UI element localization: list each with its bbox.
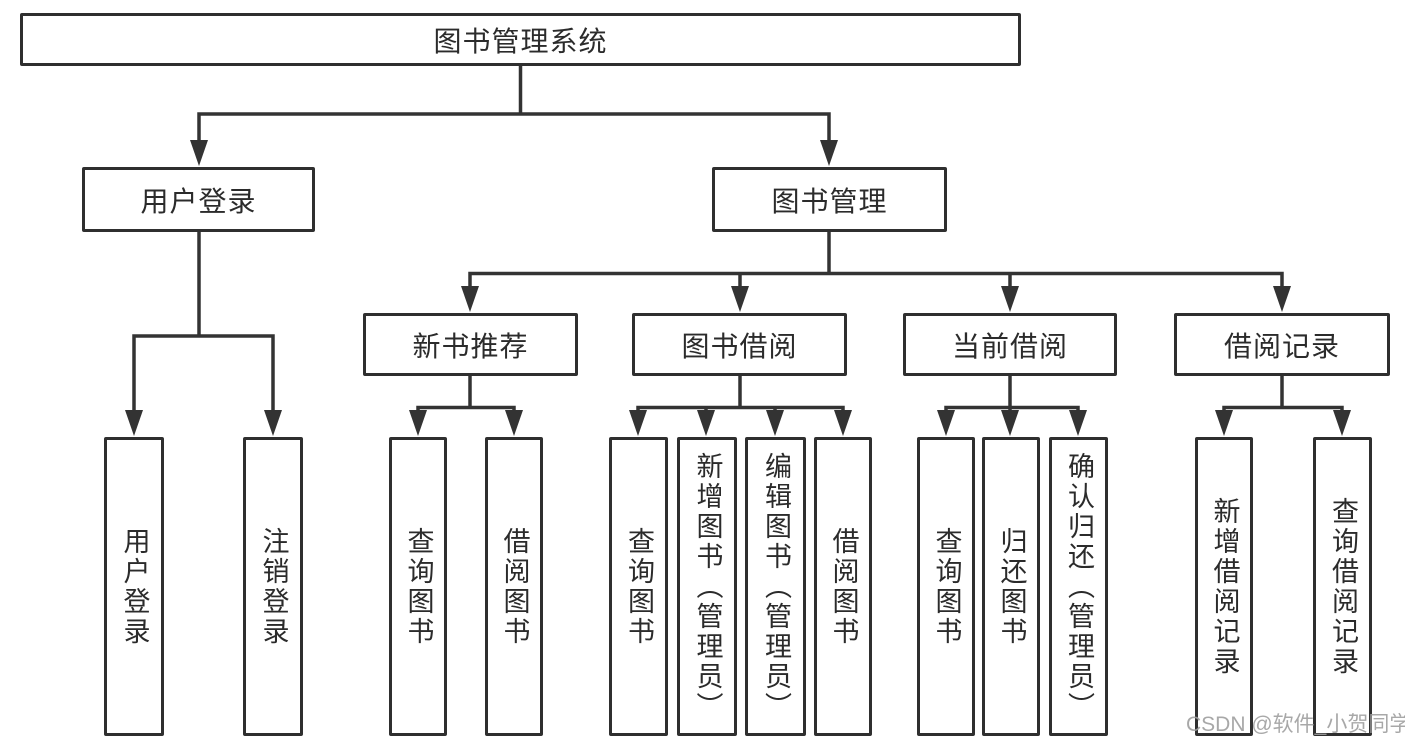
node-label: 用户登录 [119, 526, 150, 647]
node-label: 新书推荐 [412, 330, 529, 362]
node-book-borrowing: 图书借阅 [632, 313, 847, 376]
node-user-login-group: 用户登录 [82, 167, 315, 232]
leaf-logout: 注销登录 [243, 437, 303, 736]
leaf-add-borrow-record: 新增借阅记录 [1195, 437, 1253, 736]
leaf-query-books-1: 查询图书 [389, 437, 447, 736]
node-new-book-recommend: 新书推荐 [363, 313, 578, 376]
leaf-query-borrow-record: 查询借阅记录 [1313, 437, 1372, 736]
leaf-borrow-books-2: 借阅图书 [814, 437, 872, 736]
node-borrowing-records: 借阅记录 [1174, 313, 1390, 376]
node-label: 借阅图书 [828, 526, 859, 647]
node-label: 查询借阅记录 [1328, 496, 1358, 677]
node-label: 新增借阅记录 [1209, 496, 1240, 677]
node-label: 编辑图书（管理员） [761, 451, 791, 722]
node-label: 图书借阅 [681, 330, 798, 362]
node-label: 注销登录 [258, 526, 289, 647]
leaf-edit-books-admin: 编辑图书（管理员） [745, 437, 806, 736]
leaf-return-books: 归还图书 [982, 437, 1040, 736]
node-label: 确认归还（管理员） [1064, 451, 1094, 722]
leaf-user-login: 用户登录 [104, 437, 164, 736]
leaf-confirm-return-admin: 确认归还（管理员） [1049, 437, 1108, 736]
leaf-query-books-3: 查询图书 [917, 437, 975, 736]
leaf-add-books-admin: 新增图书（管理员） [677, 437, 737, 736]
csdn-watermark: CSDN @软件_小贺同学 [1186, 713, 1405, 736]
node-label: 查询图书 [403, 526, 434, 647]
node-label: 当前借阅 [951, 330, 1068, 362]
node-label: 借阅图书 [499, 526, 530, 647]
leaf-query-books-2: 查询图书 [609, 437, 668, 736]
node-book-management: 图书管理 [712, 167, 947, 232]
node-current-borrowing: 当前借阅 [903, 313, 1117, 376]
node-label: 查询图书 [624, 526, 654, 647]
node-label: 新增图书（管理员） [692, 451, 723, 722]
node-label: 图书管理系统 [433, 25, 608, 57]
node-label: 查询图书 [931, 526, 962, 647]
node-label: 归还图书 [996, 526, 1027, 647]
node-library-management-system: 图书管理系统 [20, 13, 1021, 66]
node-label: 借阅记录 [1223, 330, 1340, 362]
leaf-borrow-books-1: 借阅图书 [485, 437, 543, 736]
node-label: 图书管理 [771, 185, 888, 217]
node-label: 用户登录 [140, 185, 257, 217]
